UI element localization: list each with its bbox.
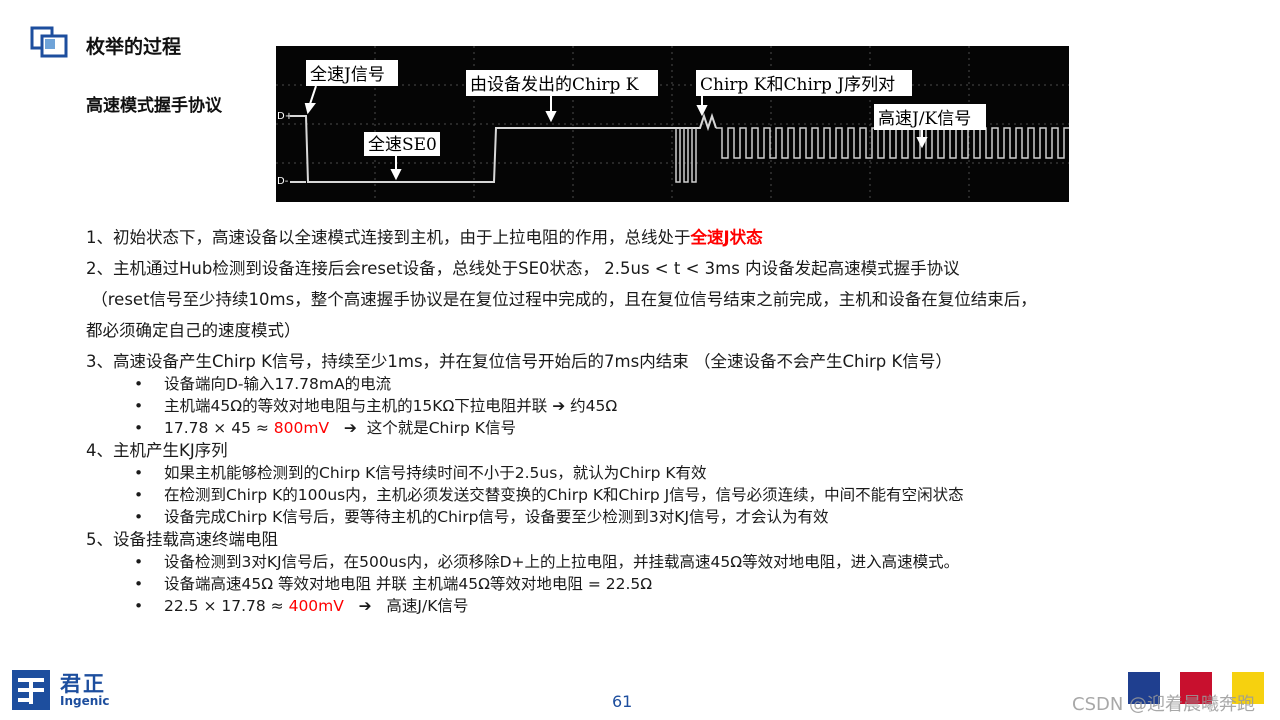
point-4: 4、主机产生KJ序列 xyxy=(86,441,228,460)
point-2-line-2: （reset信号至少持续10ms，整个高速握手协议是在复位过程中完成的，且在复位… xyxy=(86,290,1037,309)
scope-d-minus-label: D- xyxy=(277,176,289,187)
hs-jk-wave xyxy=(716,127,1069,159)
calc-result-text: ➔ 高速J/K信号 xyxy=(343,597,469,615)
list-item: 主机端45Ω的等效对地电阻与主机的15KΩ下拉电阻并联 ➔ 约45Ω xyxy=(134,395,1236,417)
point-1: 1、初始状态下，高速设备以全速模式连接到主机，由于上拉电阻的作用，总线处于全速J… xyxy=(86,226,1236,249)
point-5-bullets: 设备检测到3对KJ信号后，在500us内，必须移除D+上的上拉电阻，并挂载高速4… xyxy=(86,551,1236,617)
slide-body: 1、初始状态下，高速设备以全速模式连接到主机，由于上拉电阻的作用，总线处于全速J… xyxy=(86,226,1236,617)
label-hs-jk: 高速J/K信号 xyxy=(878,109,971,129)
list-item: 17.78 × 45 ≈ 800mV ➔ 这个就是Chirp K信号 xyxy=(134,417,1236,439)
label-chirp-k: 由设备发出的Chirp K xyxy=(470,75,639,95)
list-item: 如果主机能够检测到的Chirp K信号持续时间不小于2.5us，就认为Chirp… xyxy=(134,462,1236,484)
point-4-bullets: 如果主机能够检测到的Chirp K信号持续时间不小于2.5us，就认为Chirp… xyxy=(86,462,1236,528)
decor-square-yellow xyxy=(1232,672,1264,704)
calc-text: 17.78 × 45 ≈ xyxy=(164,419,274,437)
point-2-line-1: 2、主机通过Hub检测到设备连接后会reset设备，总线处于SE0状态， 2.5… xyxy=(86,259,960,278)
calc-value-400mv: 400mV xyxy=(288,597,344,615)
oscilloscope-capture: D+ D- 全速J信号 全速SE0 由设备发出的Chirp K Chirp K和… xyxy=(276,46,1069,202)
brand-name-en: Ingenic xyxy=(60,694,110,708)
watermark: CSDN @迎着晨曦奔跑 xyxy=(1072,694,1256,715)
point-3: 3、高速设备产生Chirp K信号，持续至少1ms，并在复位信号开始后的7ms内… xyxy=(86,352,952,371)
section-subtitle: 高速模式握手协议 xyxy=(86,96,222,116)
decor-square-red xyxy=(1180,672,1212,704)
label-chirp-pairs: Chirp K和Chirp J序列对 xyxy=(700,75,895,95)
list-item: 设备检测到3对KJ信号后，在500us内，必须移除D+上的上拉电阻，并挂载高速4… xyxy=(134,551,1236,573)
point-1-highlight: 全速J状态 xyxy=(690,228,763,247)
calc-result-text: ➔ 这个就是Chirp K信号 xyxy=(329,419,516,437)
calc-text: 22.5 × 17.78 ≈ xyxy=(164,597,289,615)
page-title: 枚举的过程 xyxy=(86,36,182,58)
point-2-line-3: 都必须确定自己的速度模式） xyxy=(86,321,301,340)
list-item: 在检测到Chirp K的100us内，主机必须发送交替变换的Chirp K和Ch… xyxy=(134,484,1236,506)
point-3-bullets: 设备端向D-输入17.78mA的电流 主机端45Ω的等效对地电阻与主机的15KΩ… xyxy=(86,373,1236,439)
list-item: 设备完成Chirp K信号后，要等待主机的Chirp信号，设备要至少检测到3对K… xyxy=(134,506,1236,528)
slide-title-icon xyxy=(30,26,68,58)
list-item: 设备端高速45Ω 等效对地电阻 并联 主机端45Ω等效对地电阻 = 22.5Ω xyxy=(134,573,1236,595)
page-number: 61 xyxy=(612,692,633,711)
point-5: 5、设备挂载高速终端电阻 xyxy=(86,530,278,549)
label-full-se0: 全速SE0 xyxy=(368,135,437,155)
ingenic-logo-icon xyxy=(12,670,50,710)
list-item: 设备端向D-输入17.78mA的电流 xyxy=(134,373,1236,395)
calc-value-800mv: 800mV xyxy=(273,419,330,437)
label-full-j: 全速J信号 xyxy=(310,65,385,85)
scope-d-plus-label: D+ xyxy=(277,111,293,122)
chirp-pairs-trace xyxy=(675,127,697,183)
brand-name-cn: 君正 xyxy=(60,672,106,696)
hs-jk-trace xyxy=(716,127,1069,159)
point-1-text: 1、初始状态下，高速设备以全速模式连接到主机，由于上拉电阻的作用，总线处于 xyxy=(86,228,691,247)
decor-square-blue xyxy=(1128,672,1160,704)
list-item: 22.5 × 17.78 ≈ 400mV ➔ 高速J/K信号 xyxy=(134,595,1236,617)
annotation-arrows xyxy=(304,85,928,181)
